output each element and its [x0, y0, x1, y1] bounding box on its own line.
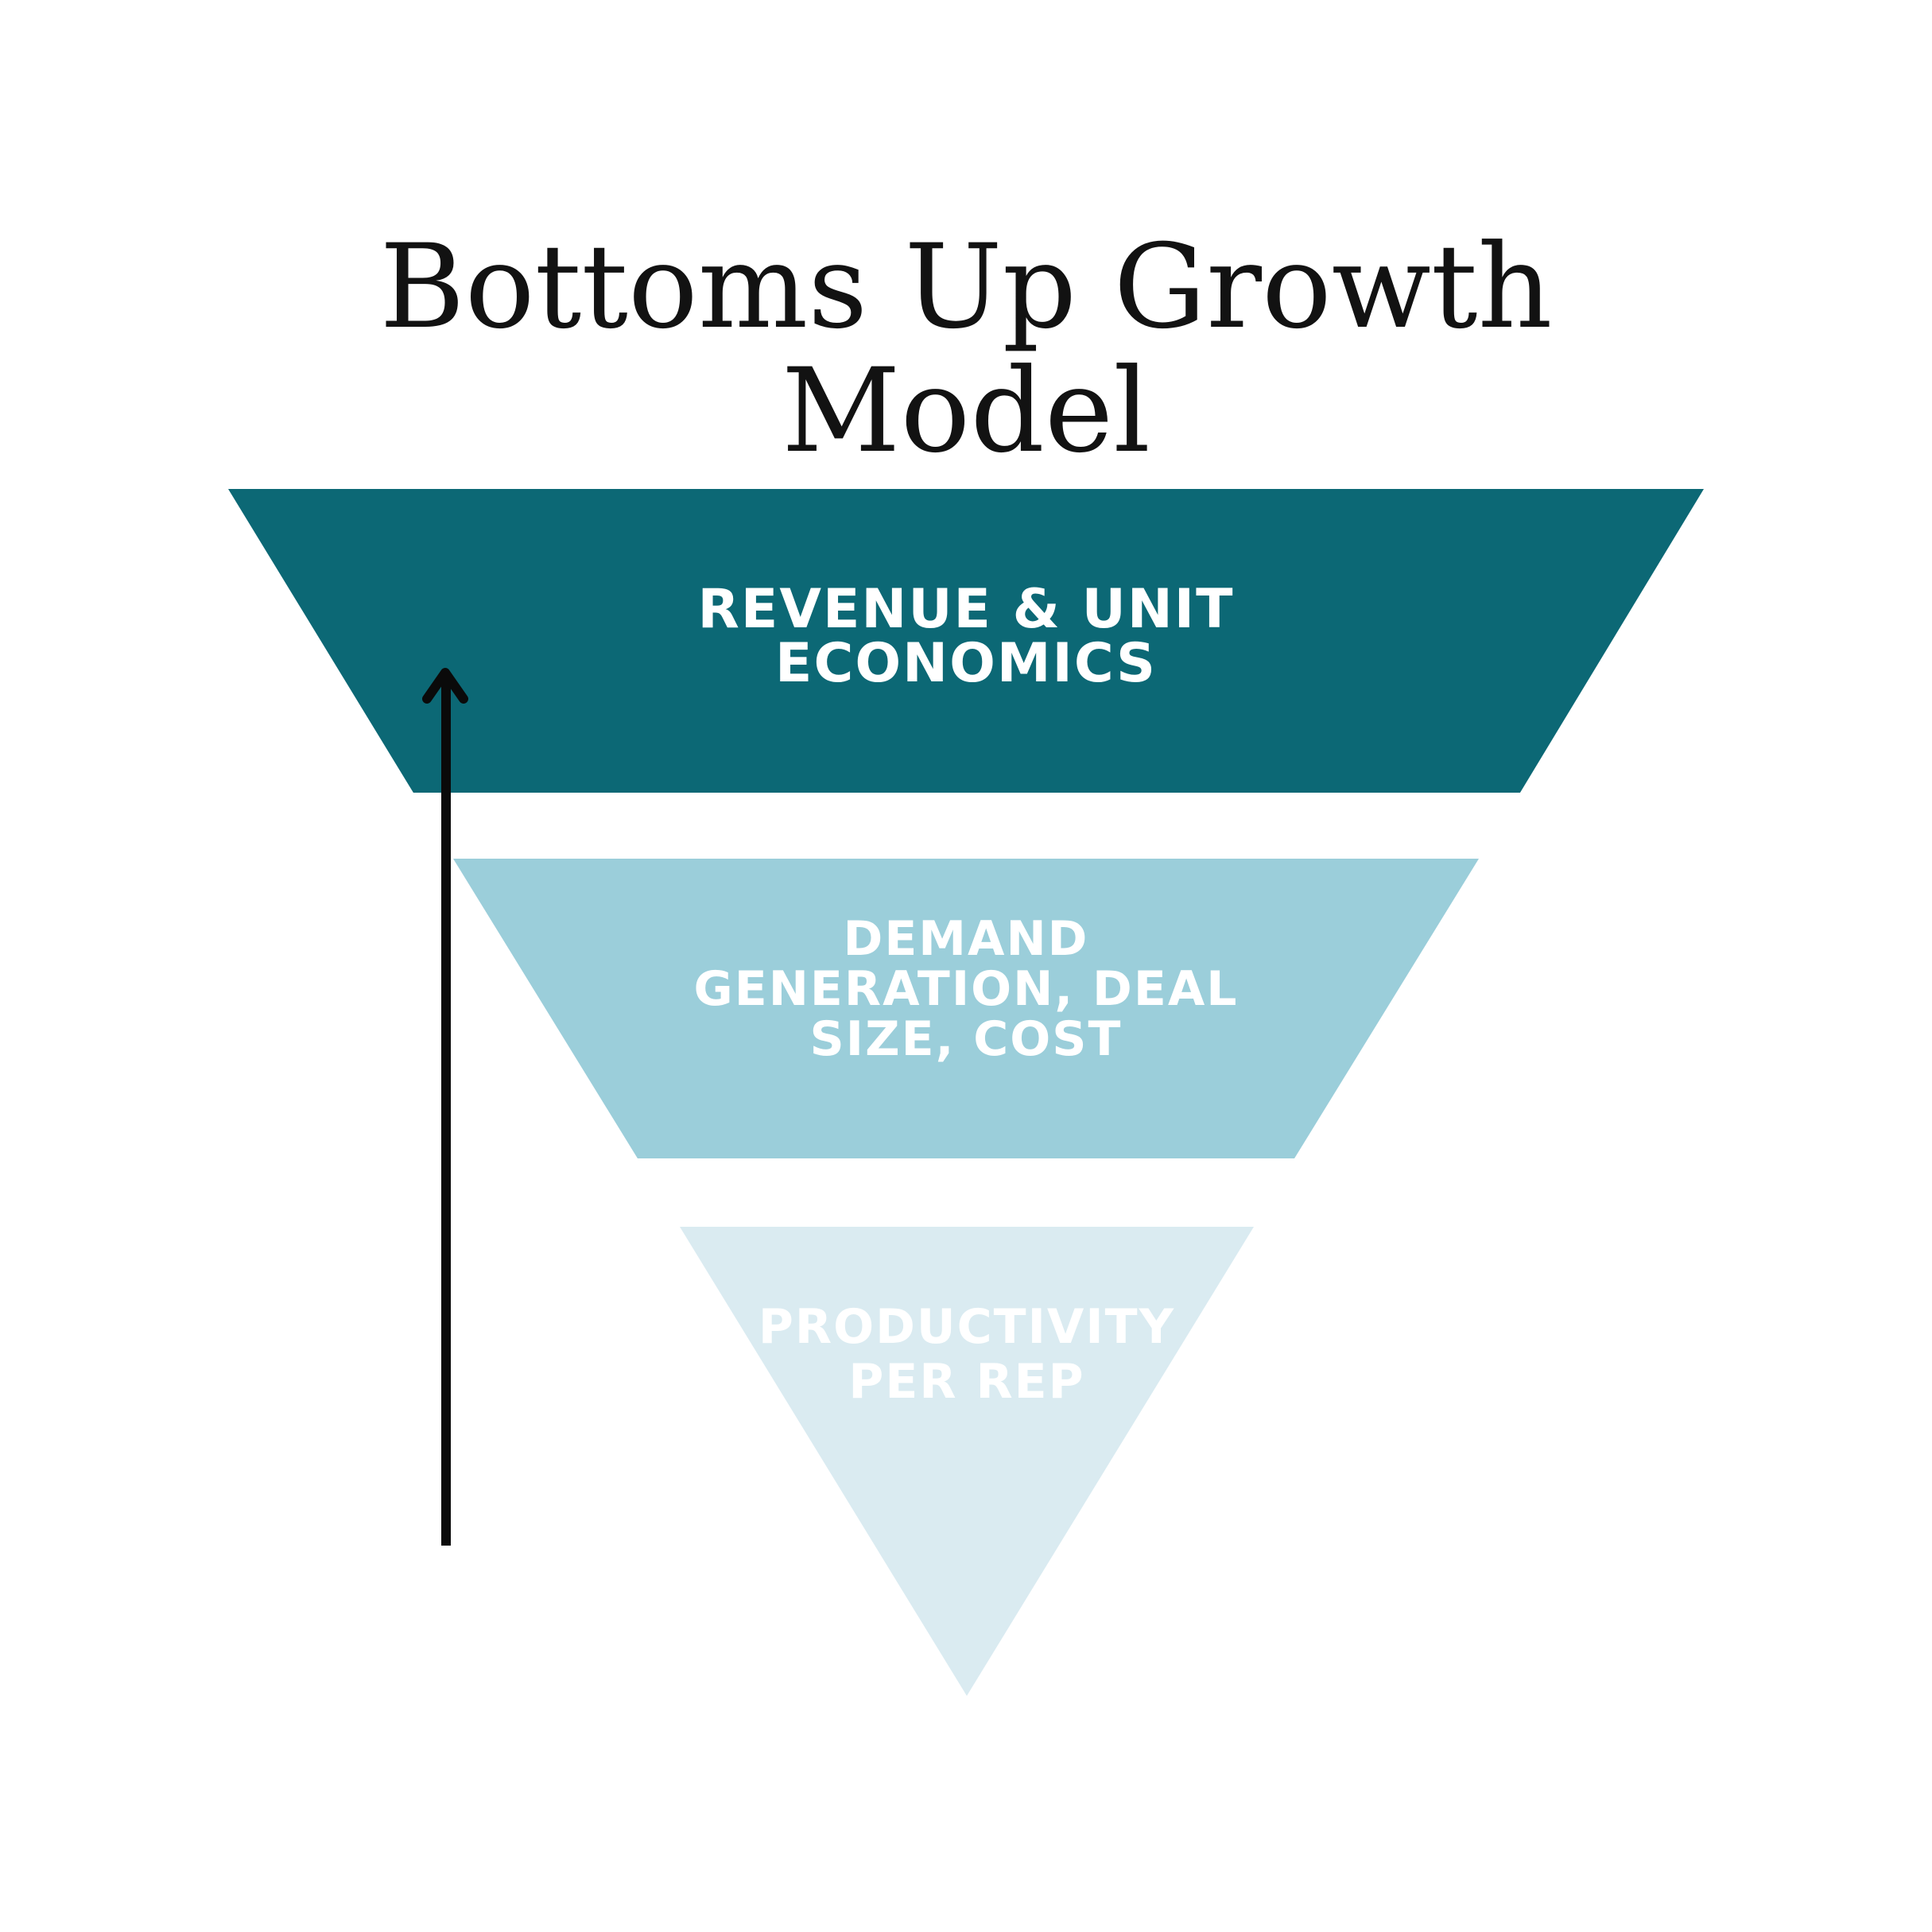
page-title: Bottoms Up Growth Model [0, 225, 1932, 473]
funnel-tier-revenue-unit-economics: REVENUE & UNIT ECONOMICS [228, 489, 1704, 793]
up-arrow-icon [422, 668, 468, 1546]
upward-growth-arrow [413, 660, 485, 1558]
page-title-line-1: Bottoms Up Growth [379, 219, 1553, 355]
tier-label-line: PER REP [848, 1354, 1085, 1410]
funnel-tier-productivity-per-rep: PRODUCTIVITY PER REP [680, 1227, 1254, 1696]
tier-label-line: ECONOMICS [775, 632, 1157, 695]
tier-label-line: DEMAND [843, 911, 1089, 967]
tier-label-line: GENERATION, DEAL [693, 961, 1239, 1017]
tier-label-line: PRODUCTIVITY [758, 1299, 1176, 1355]
tier-label-line: SIZE, COST [809, 1011, 1123, 1067]
funnel-tier-demand-generation-deal-size-cost: DEMAND GENERATION, DEAL SIZE, COST [453, 859, 1479, 1158]
tier-label-line: REVENUE & UNIT [697, 578, 1235, 641]
page-title-line-2: Model [782, 343, 1150, 479]
